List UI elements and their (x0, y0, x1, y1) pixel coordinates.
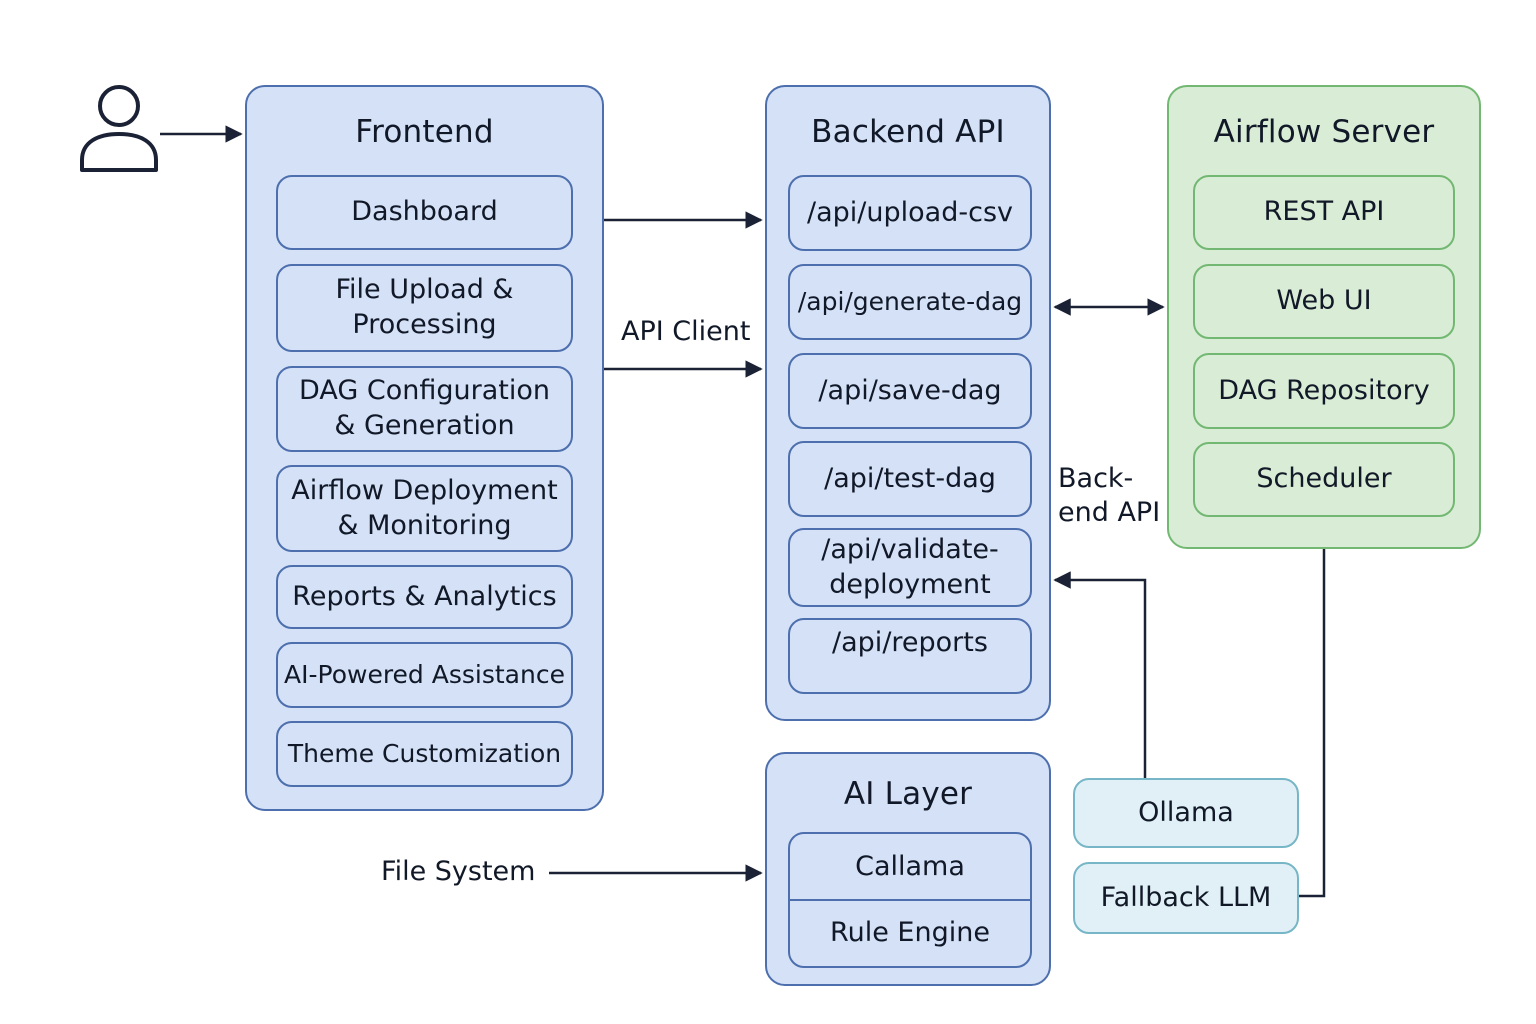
backend-title: Backend API (811, 114, 1005, 150)
frontend-item-dashboard[interactable]: Dashboard (276, 175, 573, 250)
backend-item-test-dag[interactable]: /api/test-dag (788, 441, 1032, 517)
frontend-item-reports[interactable]: Reports & Analytics (276, 565, 573, 629)
backend-item-upload-csv[interactable]: /api/upload-csv (788, 175, 1032, 251)
frontend-item-dag-configuration[interactable]: DAG Configuration & Generation (276, 366, 573, 452)
frontend-item-ai-assistance[interactable]: AI-Powered Assistance (276, 642, 573, 708)
backend-item-reports[interactable]: /api/reports (788, 618, 1032, 694)
backend-api-label: Back- end API (1058, 463, 1161, 528)
backend-item-validate-deployment[interactable]: /api/validate- deployment (788, 528, 1032, 607)
ollama-box[interactable]: Ollama (1073, 778, 1299, 848)
backend-item-generate-dag[interactable]: /api/generate-dag (788, 264, 1032, 340)
frontend-item-theme[interactable]: Theme Customization (276, 721, 573, 787)
airflow-item-web-ui[interactable]: Web UI (1193, 264, 1455, 339)
arrow-ollama-to-backend (1053, 571, 1147, 778)
user-icon (80, 85, 158, 172)
api-client-label: API Client (621, 316, 751, 347)
line-airflow-to-fallback (1299, 548, 1326, 898)
ai-layer-item-rule-engine[interactable]: Rule Engine (788, 899, 1032, 968)
fallback-llm-box[interactable]: Fallback LLM (1073, 862, 1299, 934)
ai-layer-item-callama[interactable]: Callama (788, 832, 1032, 902)
airflow-item-scheduler[interactable]: Scheduler (1193, 442, 1455, 517)
airflow-item-dag-repository[interactable]: DAG Repository (1193, 353, 1455, 429)
frontend-item-file-upload[interactable]: File Upload & Processing (276, 264, 573, 352)
airflow-item-rest-api[interactable]: REST API (1193, 175, 1455, 250)
frontend-item-airflow-deployment[interactable]: Airflow Deployment & Monitoring (276, 465, 573, 552)
file-system-label: File System (381, 856, 536, 887)
frontend-title: Frontend (355, 114, 494, 150)
ai-layer-title: AI Layer (843, 776, 973, 812)
airflow-title: Airflow Server (1213, 114, 1435, 150)
backend-item-save-dag[interactable]: /api/save-dag (788, 353, 1032, 429)
